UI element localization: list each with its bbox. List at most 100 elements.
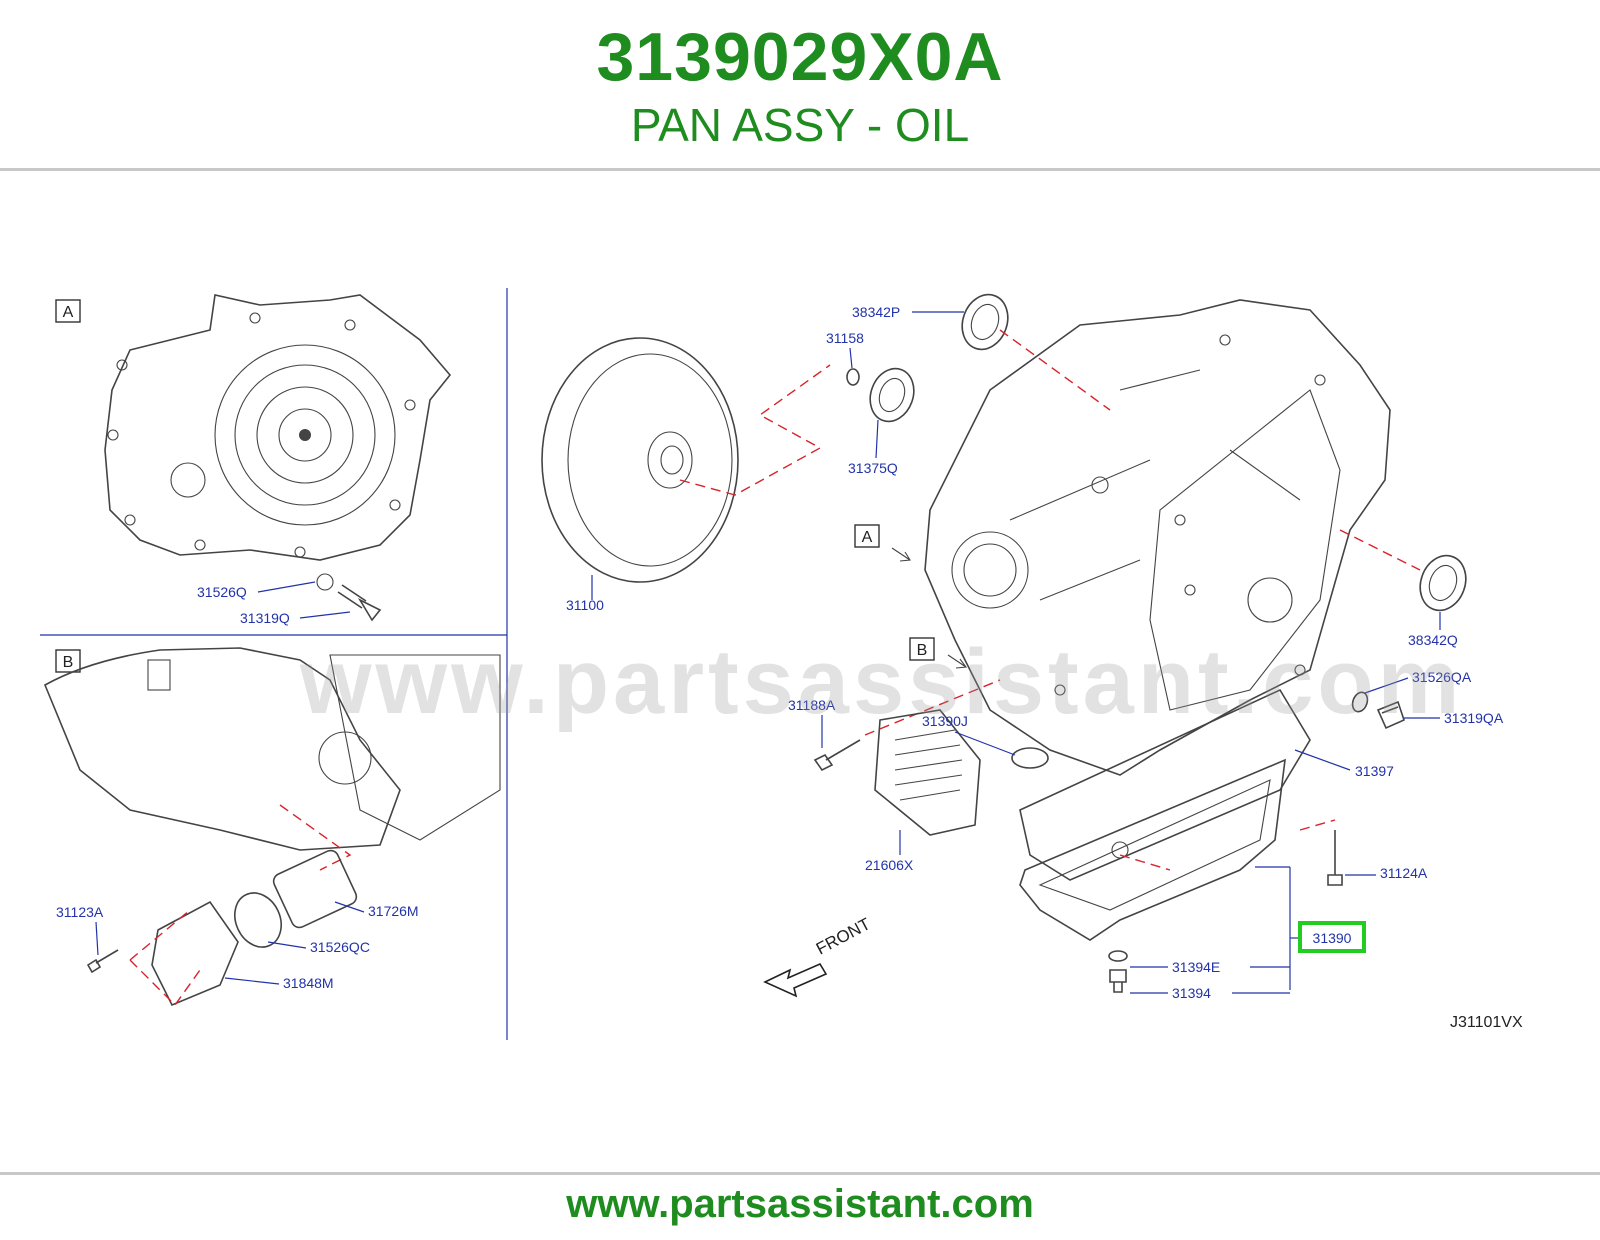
oring-31526qa	[1351, 691, 1369, 713]
label-31526qc: 31526QC	[310, 939, 370, 955]
dash-38342q	[1339, 529, 1421, 571]
front-direction: FRONT	[763, 914, 874, 998]
leader-31390j	[954, 731, 1016, 756]
seal-31526q	[316, 573, 334, 591]
washer-31390j	[1011, 747, 1049, 769]
leader-31397	[1294, 749, 1351, 771]
dash-31188a	[864, 679, 1001, 736]
leader-31319q	[299, 611, 351, 619]
label-31390: 31390	[1313, 930, 1352, 946]
label-31158: 31158	[826, 330, 864, 346]
label-31397: 31397	[1355, 763, 1394, 779]
section-a-box	[55, 299, 81, 323]
oil-pan-drain-boss	[1111, 841, 1129, 859]
filter-31726m	[272, 849, 358, 929]
leader-31123a	[95, 921, 99, 956]
case-b-outline	[43, 647, 401, 851]
dash-b-2	[129, 909, 201, 1007]
case-b-port	[318, 731, 372, 785]
bolt-hole	[1314, 374, 1326, 386]
case-section-b-label: B	[917, 642, 928, 659]
bolt-hole	[404, 399, 416, 411]
case-port-left	[951, 531, 1029, 609]
seal-38342p	[961, 293, 1009, 351]
bolt-hole	[1219, 334, 1231, 346]
transaxle-cover	[1149, 389, 1341, 711]
leader-31158	[849, 347, 853, 369]
arrow-a-icon	[891, 547, 911, 562]
cover-31848m	[151, 900, 239, 1007]
leader-31848m	[224, 977, 280, 985]
label-31526q: 31526Q	[197, 584, 247, 600]
label-21606x: 21606X	[865, 857, 914, 873]
bolt-hole	[1054, 684, 1066, 696]
highlight-box-31390	[1298, 921, 1366, 953]
leader-31526qc	[267, 941, 307, 949]
torque-converter-group: 31100 31158 31375Q 38342P	[541, 293, 1111, 613]
label-31319q: 31319Q	[240, 610, 290, 626]
label-31124a: 31124A	[1380, 865, 1428, 881]
leader-31526qa	[1364, 677, 1409, 694]
leader-31726m	[334, 901, 365, 913]
plug-31319q	[337, 584, 382, 622]
oil-pan-31390	[1019, 758, 1286, 941]
bolt-hole	[1174, 514, 1186, 526]
drain-plug-31394	[1109, 969, 1127, 993]
section-b-filter-view: B 31726M 31526QC 31848M 31123A	[43, 647, 501, 1007]
label-31123a: 31123A	[56, 904, 104, 920]
bolt-hole	[194, 539, 206, 551]
bellhousing-port	[170, 462, 206, 498]
torque-converter-hub	[647, 431, 693, 489]
label-31390j: 31390J	[922, 713, 968, 729]
label-31394: 31394	[1172, 985, 1211, 1001]
label-31319qa: 31319QA	[1444, 710, 1504, 726]
case-b-body	[329, 654, 501, 841]
case-port-left-inner	[963, 543, 1017, 597]
case-port-right	[1247, 577, 1293, 623]
label-31100: 31100	[566, 597, 604, 613]
bolt-31123a	[86, 949, 119, 974]
gasket-31397	[1019, 688, 1311, 881]
leader-31375q	[875, 419, 879, 459]
bolt-hole	[1294, 664, 1306, 676]
footer-url-link[interactable]: www.partsassistant.com	[566, 1182, 1034, 1226]
oil-pan-inner	[1038, 779, 1271, 911]
bolt-hole	[124, 514, 136, 526]
label-31726m: 31726M	[368, 903, 419, 919]
bolt-hole	[249, 312, 261, 324]
torque-converter-ring	[567, 353, 733, 567]
cooler-21606x	[874, 709, 981, 836]
bolt-31124a	[1327, 830, 1343, 886]
case-section-a-label: A	[862, 529, 873, 546]
label-31394e: 31394E	[1172, 959, 1220, 975]
dash-tc	[679, 364, 831, 496]
dash-38342p	[999, 329, 1111, 411]
section-a-label: A	[63, 304, 74, 321]
torque-converter-31100	[541, 337, 739, 583]
bellhousing-ring-outer	[214, 344, 396, 526]
part-name-subtitle: PAN ASSY - OIL	[630, 99, 970, 151]
transaxle-case-outline	[924, 299, 1391, 776]
case-section-a-box	[854, 524, 880, 548]
header-divider	[0, 168, 1600, 171]
bolt-hole	[344, 319, 356, 331]
front-label: FRONT	[813, 914, 874, 958]
bellhousing-ring-3	[256, 386, 354, 484]
footer-divider	[0, 1172, 1600, 1175]
bolt-hole	[1184, 584, 1196, 596]
seal-38342q-inner	[1428, 564, 1458, 602]
bolt-hole	[294, 546, 306, 558]
section-a-bellhousing-view: A 31526Q 31319Q	[55, 294, 452, 626]
seal-31375q	[869, 367, 915, 423]
bellhousing-ring-2	[234, 364, 376, 506]
leader-31526q	[257, 581, 316, 593]
cooler-fins	[894, 729, 963, 801]
label-38342p: 38342P	[852, 304, 900, 320]
washer-31394e	[1108, 950, 1128, 962]
torque-converter-spline	[660, 445, 684, 475]
plug-31319qa	[1376, 700, 1405, 730]
transaxle-case: A B 38342Q 31526QA 31319QA 31188A 21606X…	[788, 299, 1504, 1001]
front-arrow-icon	[763, 962, 828, 998]
bolt-hole	[116, 359, 128, 371]
seal-38342p-inner	[970, 303, 1000, 341]
